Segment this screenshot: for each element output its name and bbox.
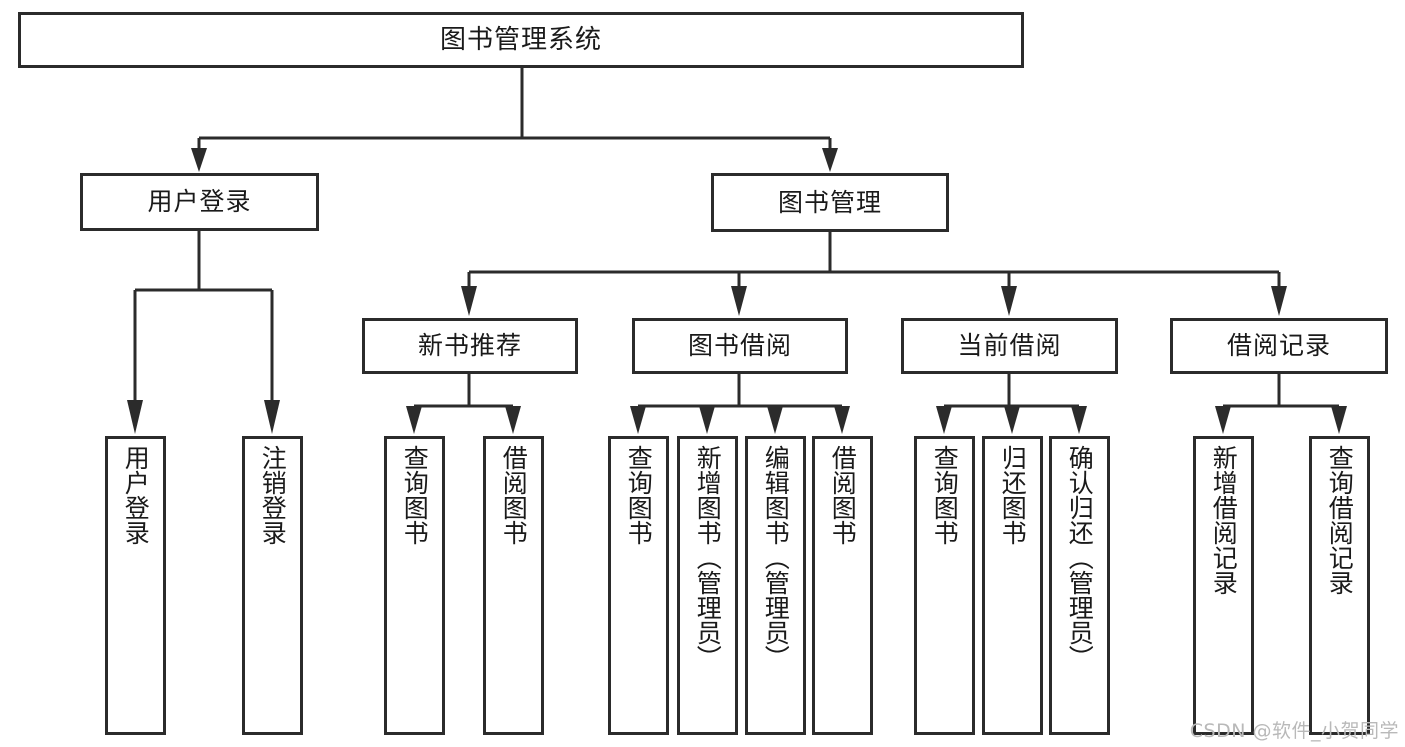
leaf-query-record[interactable]: 查询借阅记录 <box>1309 436 1370 735</box>
node-label: 新书推荐 <box>417 331 522 361</box>
leaf-confirm-return[interactable]: 确认归还（管理员） <box>1049 436 1110 735</box>
csdn-watermark: CSDN @软件_小贺同学 <box>1189 720 1399 742</box>
node-label: 确认归还（管理员） <box>1065 445 1095 670</box>
node-label: 归还图书 <box>998 445 1028 545</box>
node-root-book-management-system[interactable]: 图书管理系统 <box>18 12 1024 68</box>
leaf-add-book[interactable]: 新增图书（管理员） <box>677 436 738 735</box>
node-label: 查询图书 <box>624 445 654 545</box>
leaf-user-logout[interactable]: 注销登录 <box>242 436 303 735</box>
leaf-query-book-2[interactable]: 查询图书 <box>608 436 669 735</box>
node-new-book-recommend[interactable]: 新书推荐 <box>362 318 578 374</box>
node-label: 借阅记录 <box>1226 331 1331 361</box>
node-label: 编辑图书（管理员） <box>761 445 791 670</box>
node-borrow-record[interactable]: 借阅记录 <box>1170 318 1388 374</box>
leaf-user-login[interactable]: 用户登录 <box>105 436 166 735</box>
leaf-query-book-1[interactable]: 查询图书 <box>384 436 445 735</box>
leaf-return-book[interactable]: 归还图书 <box>982 436 1043 735</box>
node-label: 新增借阅记录 <box>1209 445 1239 595</box>
node-label: 用户登录 <box>147 187 252 217</box>
node-label: 图书借阅 <box>687 331 792 361</box>
leaf-query-book-3[interactable]: 查询图书 <box>914 436 975 735</box>
node-label: 用户登录 <box>121 445 151 545</box>
node-label: 查询图书 <box>930 445 960 545</box>
leaf-borrow-book-2[interactable]: 借阅图书 <box>812 436 873 735</box>
node-label: 图书管理系统 <box>439 24 602 55</box>
node-label: 注销登录 <box>258 445 288 545</box>
node-label: 借阅图书 <box>499 445 529 545</box>
node-label: 当前借阅 <box>957 331 1062 361</box>
node-user-login[interactable]: 用户登录 <box>80 173 319 231</box>
node-current-borrow[interactable]: 当前借阅 <box>901 318 1118 374</box>
node-label: 新增图书（管理员） <box>693 445 723 670</box>
leaf-add-record[interactable]: 新增借阅记录 <box>1193 436 1254 735</box>
leaf-edit-book[interactable]: 编辑图书（管理员） <box>745 436 806 735</box>
node-book-manage[interactable]: 图书管理 <box>711 173 949 232</box>
node-label: 查询图书 <box>400 445 430 545</box>
node-book-borrow[interactable]: 图书借阅 <box>632 318 848 374</box>
node-label: 图书管理 <box>777 187 882 217</box>
node-label: 查询借阅记录 <box>1325 445 1355 595</box>
node-label: 借阅图书 <box>828 445 858 545</box>
leaf-borrow-book-1[interactable]: 借阅图书 <box>483 436 544 735</box>
